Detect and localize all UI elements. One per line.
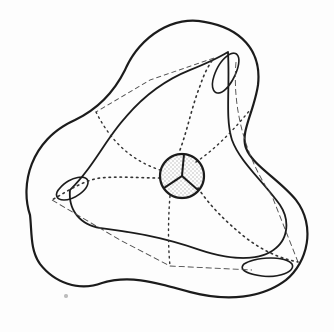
dotted-curve-lower — [169, 196, 171, 266]
thin-edge-top-left — [96, 58, 214, 112]
right-handle-hole — [242, 258, 292, 276]
dotted-curve-upper-right — [196, 110, 250, 162]
speck — [64, 294, 68, 298]
central-vertex-disk — [160, 154, 204, 198]
dotted-curve-upper-left — [96, 112, 160, 170]
thin-edge-left-bottom — [52, 200, 252, 270]
